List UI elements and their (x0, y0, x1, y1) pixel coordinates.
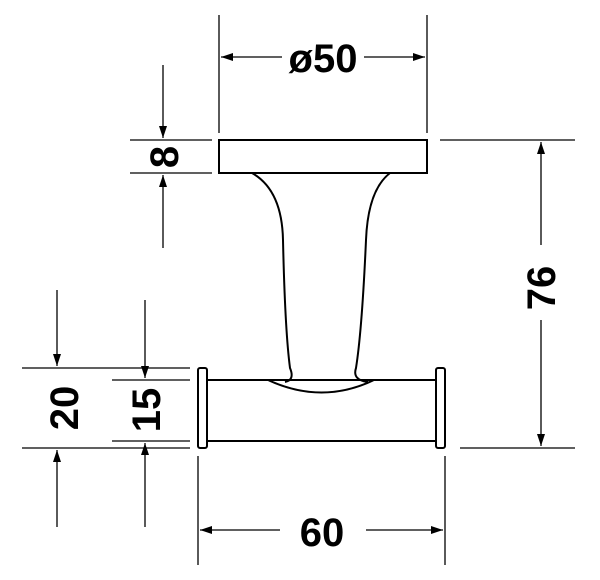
hook-stem (251, 172, 293, 383)
wall-plate (218, 139, 428, 174)
dimension-total-height: 76 (440, 139, 575, 449)
hook-stem-right (354, 172, 391, 383)
end-cap-right (435, 367, 446, 449)
width-label: 60 (300, 511, 345, 555)
diameter-label: ø50 (289, 37, 358, 81)
dimension-bar-height: 15 (112, 300, 190, 527)
total-height-label: 76 (520, 266, 564, 311)
hook-outline (197, 139, 446, 449)
dimension-diameter: ø50 (218, 15, 428, 133)
dimension-width: 60 (197, 456, 446, 565)
dimension-plate-thickness: 8 (130, 65, 212, 248)
end-cap-height-label: 20 (43, 386, 87, 431)
dimension-end-cap-height: 20 (22, 290, 190, 527)
hook-saddle (267, 379, 375, 394)
end-cap-left (197, 367, 208, 449)
bar-height-label: 15 (125, 388, 169, 433)
plate-thickness-label: 8 (143, 146, 187, 168)
